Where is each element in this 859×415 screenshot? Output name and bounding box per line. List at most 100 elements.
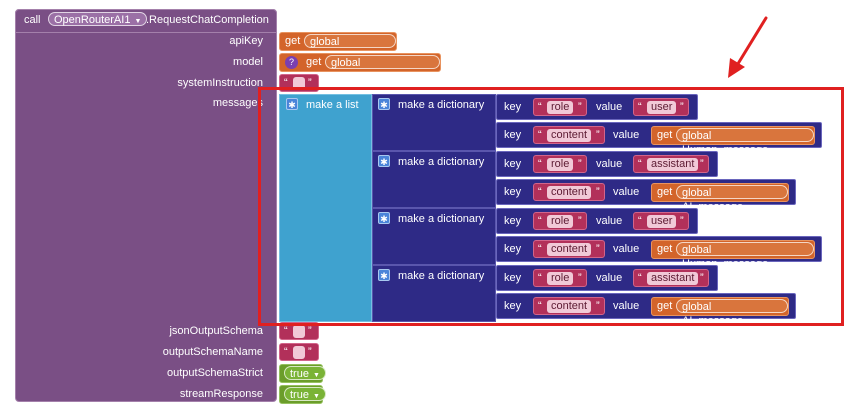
text-input[interactable] [293, 77, 305, 90]
quote-open-icon: “ [538, 272, 542, 284]
quote-close-icon: ” [596, 300, 600, 312]
quote-open-icon: “ [638, 272, 642, 284]
content-key-text-block[interactable]: “ content ” [533, 126, 605, 144]
gear-icon[interactable]: ✱ [378, 155, 390, 167]
pair-block-role[interactable]: key “ role ” value “ assistant ” [496, 151, 718, 177]
get-content-variable-block[interactable]: get global AI_message▼ [651, 183, 789, 213]
content-key-text-block[interactable]: “ content ” [533, 183, 605, 201]
get-label: get [306, 56, 322, 68]
role-value-text-block[interactable]: “ user ” [633, 212, 689, 230]
pair-block-role[interactable]: key “ role ” value “ assistant ” [496, 265, 718, 291]
help-icon[interactable]: ? [285, 56, 298, 69]
quote-close-icon: ” [308, 346, 312, 358]
quote-open-icon: “ [284, 346, 288, 358]
text-input[interactable]: role [547, 272, 574, 285]
role-value-text-block[interactable]: “ user ” [633, 98, 689, 116]
dictionary-block[interactable]: ✱ make a dictionary [372, 208, 496, 265]
text-input[interactable]: content [547, 243, 592, 256]
call-procedure-block[interactable] [15, 9, 277, 402]
call-label: call [24, 14, 41, 26]
text-input[interactable]: content [547, 186, 592, 199]
text-input[interactable]: assistant [647, 158, 699, 171]
key-label: key [504, 129, 522, 141]
text-input[interactable]: role [547, 215, 574, 228]
param-outputschemastrict: outputSchemaStrict [15, 367, 267, 381]
quote-close-icon: ” [700, 158, 704, 170]
content-variable-dropdown[interactable]: global AI_message▼ [676, 185, 788, 213]
role-key-text-block[interactable]: “ role ” [533, 269, 587, 287]
strict-dropdown[interactable]: true▼ [284, 366, 326, 380]
api-key-variable-dropdown[interactable]: global API_key▼ [304, 34, 396, 62]
text-input[interactable]: content [547, 129, 592, 142]
key-label: key [504, 101, 522, 113]
model-variable-dropdown[interactable]: global model_name▼ [325, 55, 440, 83]
dictionary-block[interactable]: ✱ make a dictionary [372, 94, 496, 151]
stream-dropdown[interactable]: true▼ [284, 387, 326, 401]
text-input[interactable] [293, 346, 305, 359]
text-input[interactable]: role [547, 158, 574, 171]
text-input[interactable]: user [647, 215, 677, 228]
pair-block-role[interactable]: key “ role ” value “ user ” [496, 94, 698, 120]
get-label: get [657, 300, 673, 312]
quote-open-icon: “ [538, 101, 542, 113]
text-input[interactable]: content [547, 300, 592, 313]
quote-close-icon: ” [308, 325, 312, 337]
gear-icon[interactable]: ✱ [378, 269, 390, 281]
pair-block-content[interactable]: key “ content ” value get global Human_m… [496, 236, 822, 270]
get-content-variable-block[interactable]: get global Human_message▼ [651, 240, 815, 270]
value-label: value [596, 215, 623, 227]
value-label: value [596, 101, 623, 113]
output-schema-strict-bool-block[interactable]: true▼ [279, 364, 326, 383]
dictionary-block[interactable]: ✱ make a dictionary [372, 151, 496, 208]
chevron-down-icon: ▼ [312, 393, 320, 400]
role-value-text-block[interactable]: “ assistant ” [633, 155, 709, 173]
param-model: model [15, 56, 267, 70]
quote-open-icon: “ [538, 300, 542, 312]
role-key-text-block[interactable]: “ role ” [533, 98, 587, 116]
quote-close-icon: ” [578, 215, 582, 227]
key-label: key [504, 215, 522, 227]
text-input[interactable]: user [647, 101, 677, 114]
quote-open-icon: “ [538, 243, 542, 255]
key-label: key [504, 300, 522, 312]
make-a-list-block[interactable]: ✱ make a list [279, 94, 372, 322]
get-model-block[interactable]: ? get global model_name▼ [279, 53, 441, 83]
get-label: get [657, 186, 673, 198]
value-label: value [613, 243, 640, 255]
role-key-text-block[interactable]: “ role ” [533, 212, 587, 230]
key-label: key [504, 186, 522, 198]
param-label: systemInstruction [177, 77, 263, 89]
pair-block-role[interactable]: key “ role ” value “ user ” [496, 208, 698, 234]
gear-icon[interactable]: ✱ [378, 98, 390, 110]
quote-open-icon: “ [538, 158, 542, 170]
gear-icon[interactable]: ✱ [286, 98, 298, 110]
param-systeminstruction: systemInstruction [15, 77, 267, 91]
output-schema-name-text-block[interactable]: “ ” [279, 343, 319, 361]
text-input[interactable]: assistant [647, 272, 699, 285]
component-dropdown[interactable]: OpenRouterAI1▼ [48, 12, 148, 26]
content-key-text-block[interactable]: “ content ” [533, 240, 605, 258]
quote-open-icon: “ [638, 158, 642, 170]
pair-block-content[interactable]: key “ content ” value get global AI_mess… [496, 179, 796, 213]
json-output-schema-text-block[interactable]: “ ” [279, 322, 319, 340]
text-input[interactable] [293, 325, 305, 338]
param-label: outputSchemaName [162, 346, 263, 358]
stream-response-bool-block[interactable]: true▼ [279, 385, 326, 404]
pair-block-content[interactable]: key “ content ” value get global Human_m… [496, 122, 822, 156]
get-api-key-block[interactable]: get global API_key▼ [279, 32, 397, 62]
get-content-variable-block[interactable]: get global Human_message▼ [651, 126, 815, 156]
content-variable-dropdown[interactable]: global Human_message▼ [676, 242, 814, 270]
dictionary-block[interactable]: ✱ make a dictionary [372, 265, 496, 322]
param-label: outputSchemaStrict [167, 367, 263, 379]
quote-close-icon: ” [578, 101, 582, 113]
gear-icon[interactable]: ✱ [378, 212, 390, 224]
content-key-text-block[interactable]: “ content ” [533, 297, 605, 315]
quote-close-icon: ” [596, 129, 600, 141]
make-a-dictionary-label: make a dictionary [398, 99, 485, 111]
role-value-text-block[interactable]: “ assistant ” [633, 269, 709, 287]
text-input[interactable]: role [547, 101, 574, 114]
role-key-text-block[interactable]: “ role ” [533, 155, 587, 173]
content-variable-dropdown[interactable]: global Human_message▼ [676, 128, 814, 156]
param-outputschemaname: outputSchemaName [15, 346, 267, 360]
quote-open-icon: “ [638, 101, 642, 113]
